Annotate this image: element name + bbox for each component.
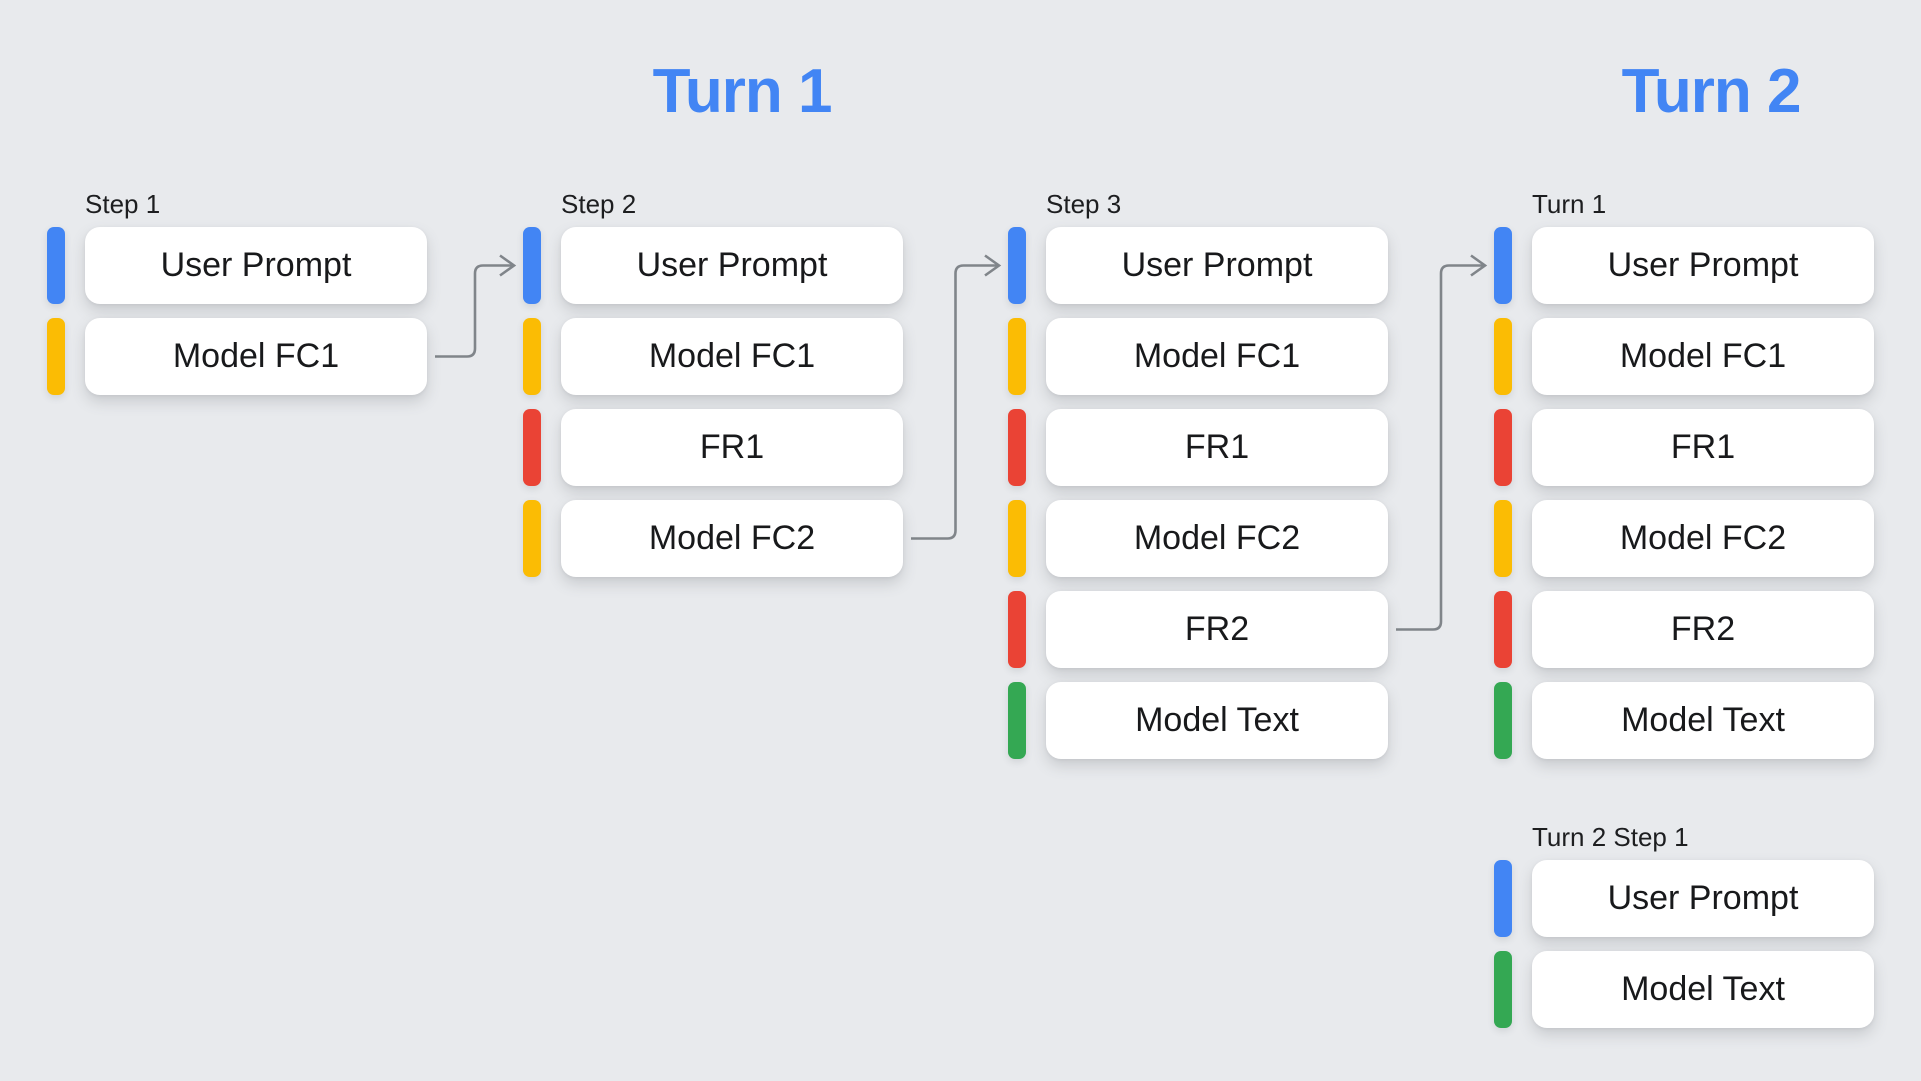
card-label: Model Text: [1135, 701, 1299, 739]
row-model-fc1: Model FC1: [1494, 318, 1874, 395]
card-label: User Prompt: [1607, 879, 1799, 917]
row-model-fc2: Model FC2: [1008, 500, 1388, 577]
yellow-indicator-bar: [1008, 500, 1026, 577]
card-fr1: FR1: [1532, 409, 1874, 486]
card-label: User Prompt: [160, 246, 352, 284]
card-user-prompt: User Prompt: [1532, 860, 1874, 937]
row-model-fc1: Model FC1: [47, 318, 427, 395]
red-indicator-bar: [1008, 591, 1026, 668]
card-model-fc2: Model FC2: [1532, 500, 1874, 577]
card-label: Model FC2: [648, 519, 816, 557]
red-indicator-bar: [523, 409, 541, 486]
row-model-text: Model Text: [1494, 951, 1874, 1028]
blue-indicator-bar: [523, 227, 541, 304]
row-fr2: FR2: [1494, 591, 1874, 668]
card-user-prompt: User Prompt: [85, 227, 427, 304]
card-model-fc1: Model FC1: [85, 318, 427, 395]
card-label: Model FC1: [1133, 337, 1301, 375]
row-user-prompt: User Prompt: [1008, 227, 1388, 304]
row-user-prompt: User Prompt: [47, 227, 427, 304]
blue-indicator-bar: [1008, 227, 1026, 304]
yellow-indicator-bar: [47, 318, 65, 395]
row-fr2: FR2: [1008, 591, 1388, 668]
card-label: Model FC1: [172, 337, 340, 375]
column-label: Turn 2 Step 1: [1532, 822, 1689, 852]
card-model-fc2: Model FC2: [1046, 500, 1388, 577]
row-model-fc1: Model FC1: [1008, 318, 1388, 395]
card-label: Model FC1: [1619, 337, 1787, 375]
blue-indicator-bar: [1494, 860, 1512, 937]
column-label: Turn 1: [1532, 189, 1607, 219]
card-label: Model FC2: [1133, 519, 1301, 557]
turn-1-title: Turn 1: [652, 57, 833, 126]
row-user-prompt: User Prompt: [1494, 227, 1874, 304]
card-model-fc1: Model FC1: [1532, 318, 1874, 395]
row-model-fc2: Model FC2: [1494, 500, 1874, 577]
arrowhead-icon: [499, 254, 517, 277]
card-label: Model Text: [1621, 701, 1785, 739]
card-label: FR2: [1670, 610, 1736, 648]
arrowhead-icon: [1470, 254, 1488, 277]
row-model-text: Model Text: [1494, 682, 1874, 759]
green-indicator-bar: [1008, 682, 1026, 759]
card-model-text: Model Text: [1532, 682, 1874, 759]
blue-indicator-bar: [47, 227, 65, 304]
row-fr1: FR1: [523, 409, 903, 486]
column-label: Step 3: [1046, 189, 1122, 219]
card-label: User Prompt: [636, 246, 828, 284]
card-model-text: Model Text: [1532, 951, 1874, 1028]
column-label: Step 1: [85, 189, 161, 219]
card-label: Model FC1: [648, 337, 816, 375]
turn-2-title: Turn 2: [1621, 57, 1802, 126]
card-label: FR1: [699, 428, 765, 466]
red-indicator-bar: [1494, 591, 1512, 668]
card-label: User Prompt: [1121, 246, 1313, 284]
card-model-fc1: Model FC1: [1046, 318, 1388, 395]
yellow-indicator-bar: [1494, 318, 1512, 395]
blue-indicator-bar: [1494, 227, 1512, 304]
row-model-fc1: Model FC1: [523, 318, 903, 395]
card-fr2: FR2: [1046, 591, 1388, 668]
yellow-indicator-bar: [1008, 318, 1026, 395]
card-fr2: FR2: [1532, 591, 1874, 668]
card-fr1: FR1: [1046, 409, 1388, 486]
column-label: Step 2: [561, 189, 637, 219]
arrowhead-icon: [984, 254, 1002, 277]
card-user-prompt: User Prompt: [561, 227, 903, 304]
red-indicator-bar: [1008, 409, 1026, 486]
row-user-prompt: User Prompt: [1494, 860, 1874, 937]
card-label: FR1: [1184, 428, 1250, 466]
card-model-fc1: Model FC1: [561, 318, 903, 395]
row-model-fc2: Model FC2: [523, 500, 903, 577]
row-fr1: FR1: [1008, 409, 1388, 486]
card-user-prompt: User Prompt: [1532, 227, 1874, 304]
red-indicator-bar: [1494, 409, 1512, 486]
card-label: User Prompt: [1607, 246, 1799, 284]
flow-arrow-line: [1396, 264, 1485, 631]
card-label: FR1: [1670, 428, 1736, 466]
row-model-text: Model Text: [1008, 682, 1388, 759]
yellow-indicator-bar: [523, 318, 541, 395]
flow-arrow-line: [911, 264, 999, 540]
card-fr1: FR1: [561, 409, 903, 486]
yellow-indicator-bar: [1494, 500, 1512, 577]
card-model-fc2: Model FC2: [561, 500, 903, 577]
card-model-text: Model Text: [1046, 682, 1388, 759]
card-user-prompt: User Prompt: [1046, 227, 1388, 304]
card-label: Model FC2: [1619, 519, 1787, 557]
row-user-prompt: User Prompt: [523, 227, 903, 304]
row-fr1: FR1: [1494, 409, 1874, 486]
card-label: Model Text: [1621, 970, 1785, 1008]
flow-arrow-line: [435, 264, 514, 358]
green-indicator-bar: [1494, 682, 1512, 759]
card-label: FR2: [1184, 610, 1250, 648]
yellow-indicator-bar: [523, 500, 541, 577]
green-indicator-bar: [1494, 951, 1512, 1028]
